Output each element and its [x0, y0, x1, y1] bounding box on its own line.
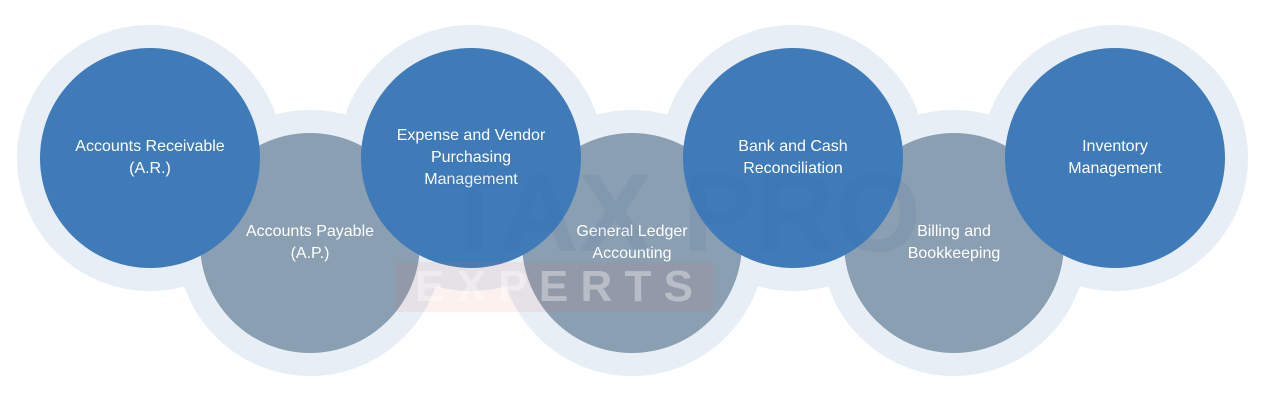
node-bank-cash: Bank and Cash Reconciliation [683, 48, 903, 268]
node-label: Accounts Payable (A.P.) [245, 223, 375, 262]
node-label: General Ledger Accounting [576, 223, 688, 262]
node-inventory: Inventory Management [1005, 48, 1225, 268]
node-label: Accounts Receivable (A.R.) [75, 138, 225, 177]
node-label: Bank and Cash Reconciliation [738, 138, 848, 177]
node-expense-vendor: Expense and Vendor Purchasing Management [361, 48, 581, 268]
node-label: Inventory Management [1068, 138, 1162, 177]
node-label: Billing and Bookkeeping [907, 223, 1001, 262]
node-label: Expense and Vendor Purchasing Management [396, 127, 546, 188]
node-accounts-receivable: Accounts Receivable (A.R.) [40, 48, 260, 268]
